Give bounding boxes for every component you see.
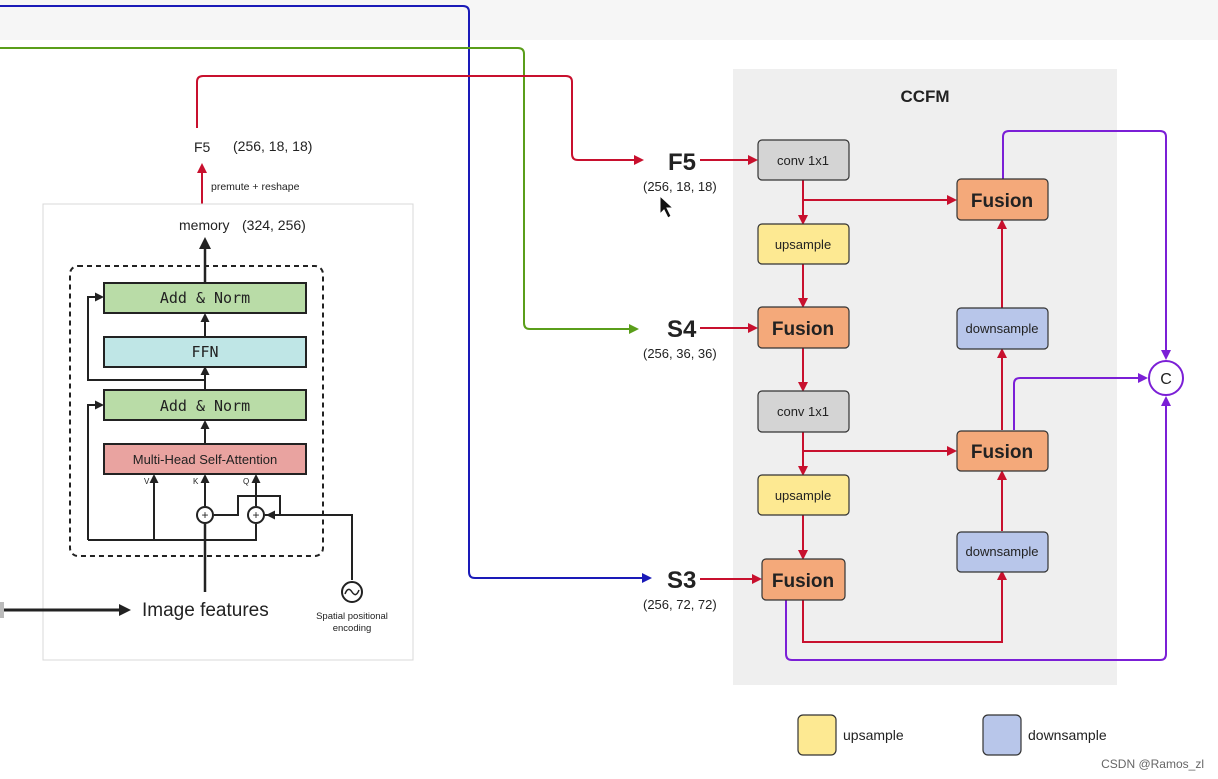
fusion-mid-to-concat-arrow	[1013, 373, 1148, 430]
fusion-mid-box	[956, 430, 1049, 472]
q-label: Q	[243, 477, 249, 486]
concat-label: C	[1160, 371, 1172, 388]
plus-k-circle	[196, 506, 214, 524]
fusion-top-to-concat-arrow	[1002, 130, 1171, 360]
add-norm-top-box	[103, 282, 307, 314]
down2-box	[956, 531, 1049, 573]
legend-downsample-swatch	[982, 714, 1022, 756]
ccfm-title: CCFM	[900, 87, 949, 106]
ffn-box	[103, 336, 307, 368]
mhsa-box	[103, 443, 307, 475]
add-norm-top-label: Add & Norm	[160, 289, 250, 307]
conv1-box	[757, 139, 850, 181]
add-norm-bottom-box	[103, 389, 307, 421]
red-route-line	[196, 75, 644, 165]
v-label: V	[144, 477, 150, 486]
conv1-label: conv 1x1	[777, 153, 829, 168]
concat-node	[1148, 360, 1184, 396]
memory-label: memory	[179, 217, 230, 233]
up2-box	[757, 474, 850, 516]
input-f5-label: F5	[668, 149, 696, 176]
legend-upsample-swatch	[797, 714, 837, 756]
pos-enc-label-line2: encoding	[333, 623, 372, 634]
residual-bottom	[87, 400, 104, 540]
memory-shape: (324, 256)	[242, 217, 306, 233]
up1-box	[757, 223, 850, 265]
reshape-label: premute + reshape	[211, 181, 300, 193]
encoder-layer-box	[69, 265, 324, 557]
encoder-f5-label: F5	[194, 139, 211, 155]
fusion-s4-box	[757, 306, 850, 349]
k-label: K	[193, 477, 199, 486]
pos-enc-label-line1: Spatial positional	[316, 611, 388, 622]
green-route-line	[0, 47, 639, 334]
down2-label: downsample	[966, 544, 1039, 559]
fusion-s4-label: Fusion	[772, 319, 834, 340]
down1-box	[956, 307, 1049, 350]
encoder-f5-shape: (256, 18, 18)	[233, 138, 312, 154]
fusion-s3-to-down2-arrow	[802, 570, 1007, 643]
plus-k-symbol: +	[201, 508, 208, 522]
input-s4-label: S4	[667, 316, 697, 343]
plus-q-symbol: +	[252, 508, 259, 522]
residual-top	[87, 292, 205, 381]
input-s3-shape: (256, 72, 72)	[643, 597, 717, 612]
blue-route-line	[0, 5, 652, 583]
add-norm-bottom-label: Add & Norm	[160, 397, 250, 415]
q-bypass	[214, 495, 256, 516]
image-features-left-stub	[0, 602, 4, 618]
legend-downsample-label: downsample	[1028, 727, 1107, 743]
input-s4-shape: (256, 36, 36)	[643, 346, 717, 361]
image-features-label: Image features	[142, 600, 269, 621]
input-bus	[88, 524, 257, 541]
up2-label: upsample	[775, 488, 831, 503]
fusion-mid-label: Fusion	[971, 442, 1033, 463]
fusion-top-label: Fusion	[971, 191, 1033, 212]
plus-q-circle	[247, 506, 265, 524]
fusion-top-box	[956, 178, 1049, 221]
pos-enc-line	[266, 510, 353, 580]
legend-upsample-label: upsample	[843, 727, 904, 743]
fusion-s3-label: Fusion	[772, 571, 834, 592]
mouse-cursor-icon	[659, 194, 675, 219]
up1-label: upsample	[775, 237, 831, 252]
input-f5-shape: (256, 18, 18)	[643, 179, 717, 194]
down1-label: downsample	[966, 321, 1039, 336]
fusion-s3-to-concat-arrow	[785, 396, 1171, 661]
pos-enc-wave	[344, 588, 360, 596]
mhsa-label: Multi-Head Self-Attention	[133, 452, 278, 467]
input-s3-label: S3	[667, 567, 696, 594]
conv2-label: conv 1x1	[777, 404, 829, 419]
conv2-box	[757, 390, 850, 433]
fusion-s3-box	[761, 558, 846, 601]
ffn-label: FFN	[191, 343, 218, 361]
watermark-text: CSDN @Ramos_zl	[1101, 757, 1204, 771]
